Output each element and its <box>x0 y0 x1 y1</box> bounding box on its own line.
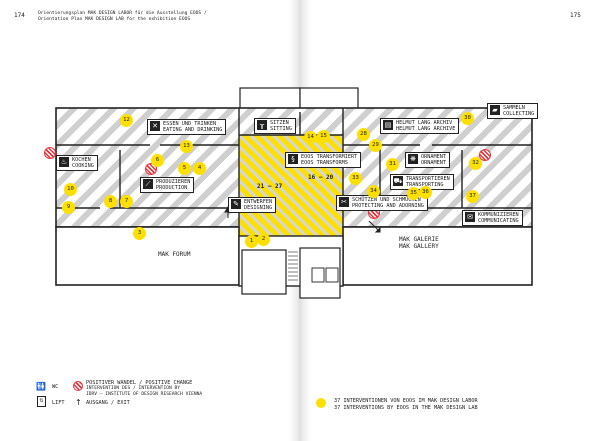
intervention-range: 16 – 20 <box>308 174 334 181</box>
lift-icon: ⇅ <box>37 396 46 407</box>
legend-positive-by: INTERVENTION DES / INTERVENTION BY <box>86 386 181 391</box>
ornament-icon: ❋ <box>408 154 418 164</box>
intervention-marker: 13 <box>180 140 193 153</box>
legend-wc-label: WC <box>52 384 59 390</box>
label-line: SITZEN <box>270 120 289 126</box>
label-line: ENTWERFEN <box>244 199 273 205</box>
intervention-range: 21 – 27 <box>257 183 283 190</box>
intervention-marker: 33 <box>349 172 362 185</box>
intervention-marker: 6 <box>151 154 164 167</box>
label-line: PRODUZIEREN <box>156 179 191 185</box>
label-line: PRODUCTION <box>156 185 188 191</box>
intervention-legend-dot <box>316 398 326 408</box>
page-number-left: 174 <box>14 12 25 19</box>
intervention-marker: 1 <box>245 235 258 248</box>
label-line: KOCHEN <box>72 157 91 163</box>
label-line: ORNAMENT <box>421 160 446 166</box>
box-icon: ▤ <box>383 120 393 130</box>
pencil-icon: ✎ <box>231 199 241 209</box>
label-line: DESIGNING <box>244 205 273 211</box>
intervention-marker: 7 <box>120 195 133 208</box>
room-mak-gallery: MAK GALLERY <box>399 243 439 250</box>
label-line: ORNAMENT <box>421 154 446 160</box>
legend-positive-change: POSITIVER WANDEL / POSITIVE CHANGE <box>86 380 193 386</box>
intervention-marker: 29 <box>369 139 382 152</box>
intervention-marker: 37 <box>466 190 479 203</box>
intervention-marker: 2 <box>257 233 270 246</box>
positive-change-icon <box>73 381 83 391</box>
intervention-marker: 3 <box>133 227 146 240</box>
transform-icon: § <box>288 154 298 164</box>
intervention-marker: 28 <box>357 128 370 141</box>
page-number-right: 175 <box>570 12 581 19</box>
intervention-marker: 15 <box>317 130 330 143</box>
intervention-marker: 36 <box>419 186 432 199</box>
intervention-marker: 35 <box>407 187 420 200</box>
label-line: ESSEN UND TRINKEN <box>163 121 217 127</box>
label-line: HELMUT LANG ARCHIVE <box>396 126 456 132</box>
label-line: HELMUT LANG ARCHIV <box>396 120 453 126</box>
intervention-marker: 5 <box>178 162 191 175</box>
legend-lift-label: LIFT <box>52 400 65 406</box>
intervention-marker: 12 <box>120 114 133 127</box>
label-line: SCHÜTZEN UND SCHMÜCKEN <box>352 197 421 203</box>
room-mak-forum: MAK FORUM <box>158 251 191 258</box>
room-mak-galerie: MAK GALERIE <box>399 236 439 243</box>
legend-interventions-en: 37 INTERVENTIONS BY EOOS IN THE MAK DESI… <box>334 405 478 411</box>
legend-exit-label: AUSGANG / EXIT <box>86 400 130 406</box>
label-line: EATING AND DRINKING <box>163 127 223 133</box>
positive-change-marker <box>479 149 491 161</box>
label-line: EOOS TRANSFORMS <box>301 160 348 166</box>
intervention-marker: 32 <box>469 157 482 170</box>
screwdriver-icon: ⟋ <box>143 179 153 189</box>
speech-icon: ✉ <box>465 212 475 222</box>
legend-idrv: IDRV – INSTITUTE OF DESIGN RESEARCH VIEN… <box>86 392 203 397</box>
intervention-marker: 4 <box>193 162 206 175</box>
scissors-icon: ✂ <box>339 197 349 207</box>
fork-knife-icon: ✕ <box>150 121 160 131</box>
label-line: TRANSPORTING <box>406 182 444 188</box>
intervention-marker: 34 <box>367 185 380 198</box>
exit-arrow-icon: ↑ <box>75 398 82 407</box>
wc-icon: 🚻 <box>36 382 46 391</box>
intervention-marker: 30 <box>461 112 474 125</box>
intervention-marker: 8 <box>104 195 117 208</box>
label-line: COLLECTING <box>503 111 535 117</box>
caption-line-1: Orientierungsplan MAK DESIGN LABOR für d… <box>38 11 207 16</box>
label-line: SAMMELN <box>503 105 525 111</box>
intervention-marker: 9 <box>62 201 75 214</box>
intervention-marker: 14 <box>304 131 317 144</box>
label-line: TRANSPORTIEREN <box>406 176 450 182</box>
label-line: COOKING <box>72 163 94 169</box>
intervention-marker: 10 <box>64 183 77 196</box>
label-line: SITTING <box>270 126 292 132</box>
cart-icon: ⛟ <box>393 176 403 186</box>
label-line: EOOS TRANSFORMIERT <box>301 154 358 160</box>
label-line: KOMMUNIZIEREN <box>478 212 519 218</box>
label-line: COMMUNICATING <box>478 218 519 224</box>
legend-interventions-de: 37 INTERVENTIONEN VON EOOS IM MAK DESIGN… <box>334 398 478 404</box>
stool-icon: ╥ <box>257 120 267 130</box>
fire-icon: ♨ <box>59 157 69 167</box>
caption-line-2: Orientation Plan MAK DESIGN LAB for the … <box>38 17 191 22</box>
label-line: PROTECTING AND ADORNING <box>352 203 424 209</box>
truck-icon: ▰ <box>490 105 500 115</box>
intervention-marker: 31 <box>386 158 399 171</box>
positive-change-marker <box>44 147 56 159</box>
